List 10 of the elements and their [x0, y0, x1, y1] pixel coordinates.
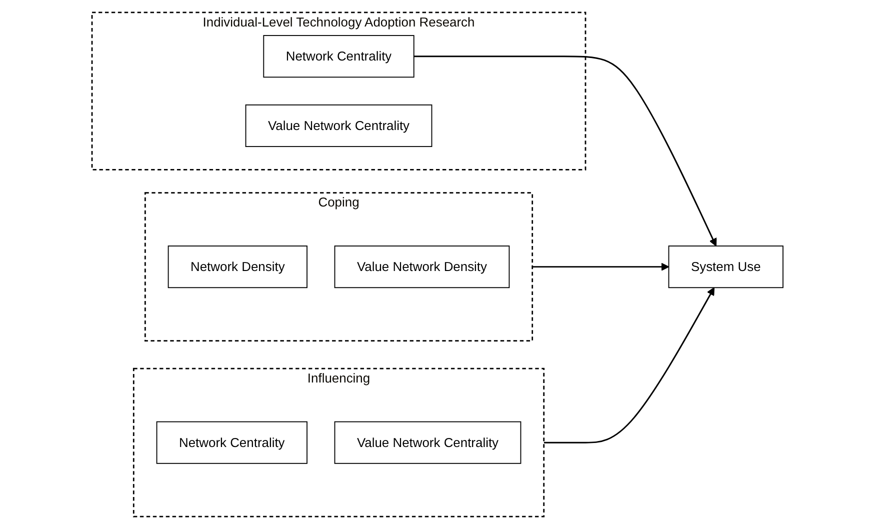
arrow	[544, 287, 715, 444]
node-box: Network Density	[168, 246, 308, 288]
node-box: System Use	[668, 246, 784, 288]
node-box: Value Network Centrality	[334, 421, 522, 464]
node-box: Value Network Density	[334, 246, 510, 288]
node-box: Network Centrality	[156, 421, 308, 464]
arrow	[414, 56, 717, 246]
node-box: Value Network Centrality	[245, 104, 432, 147]
node-box: Network Centrality	[263, 35, 414, 78]
arrow	[532, 262, 670, 271]
